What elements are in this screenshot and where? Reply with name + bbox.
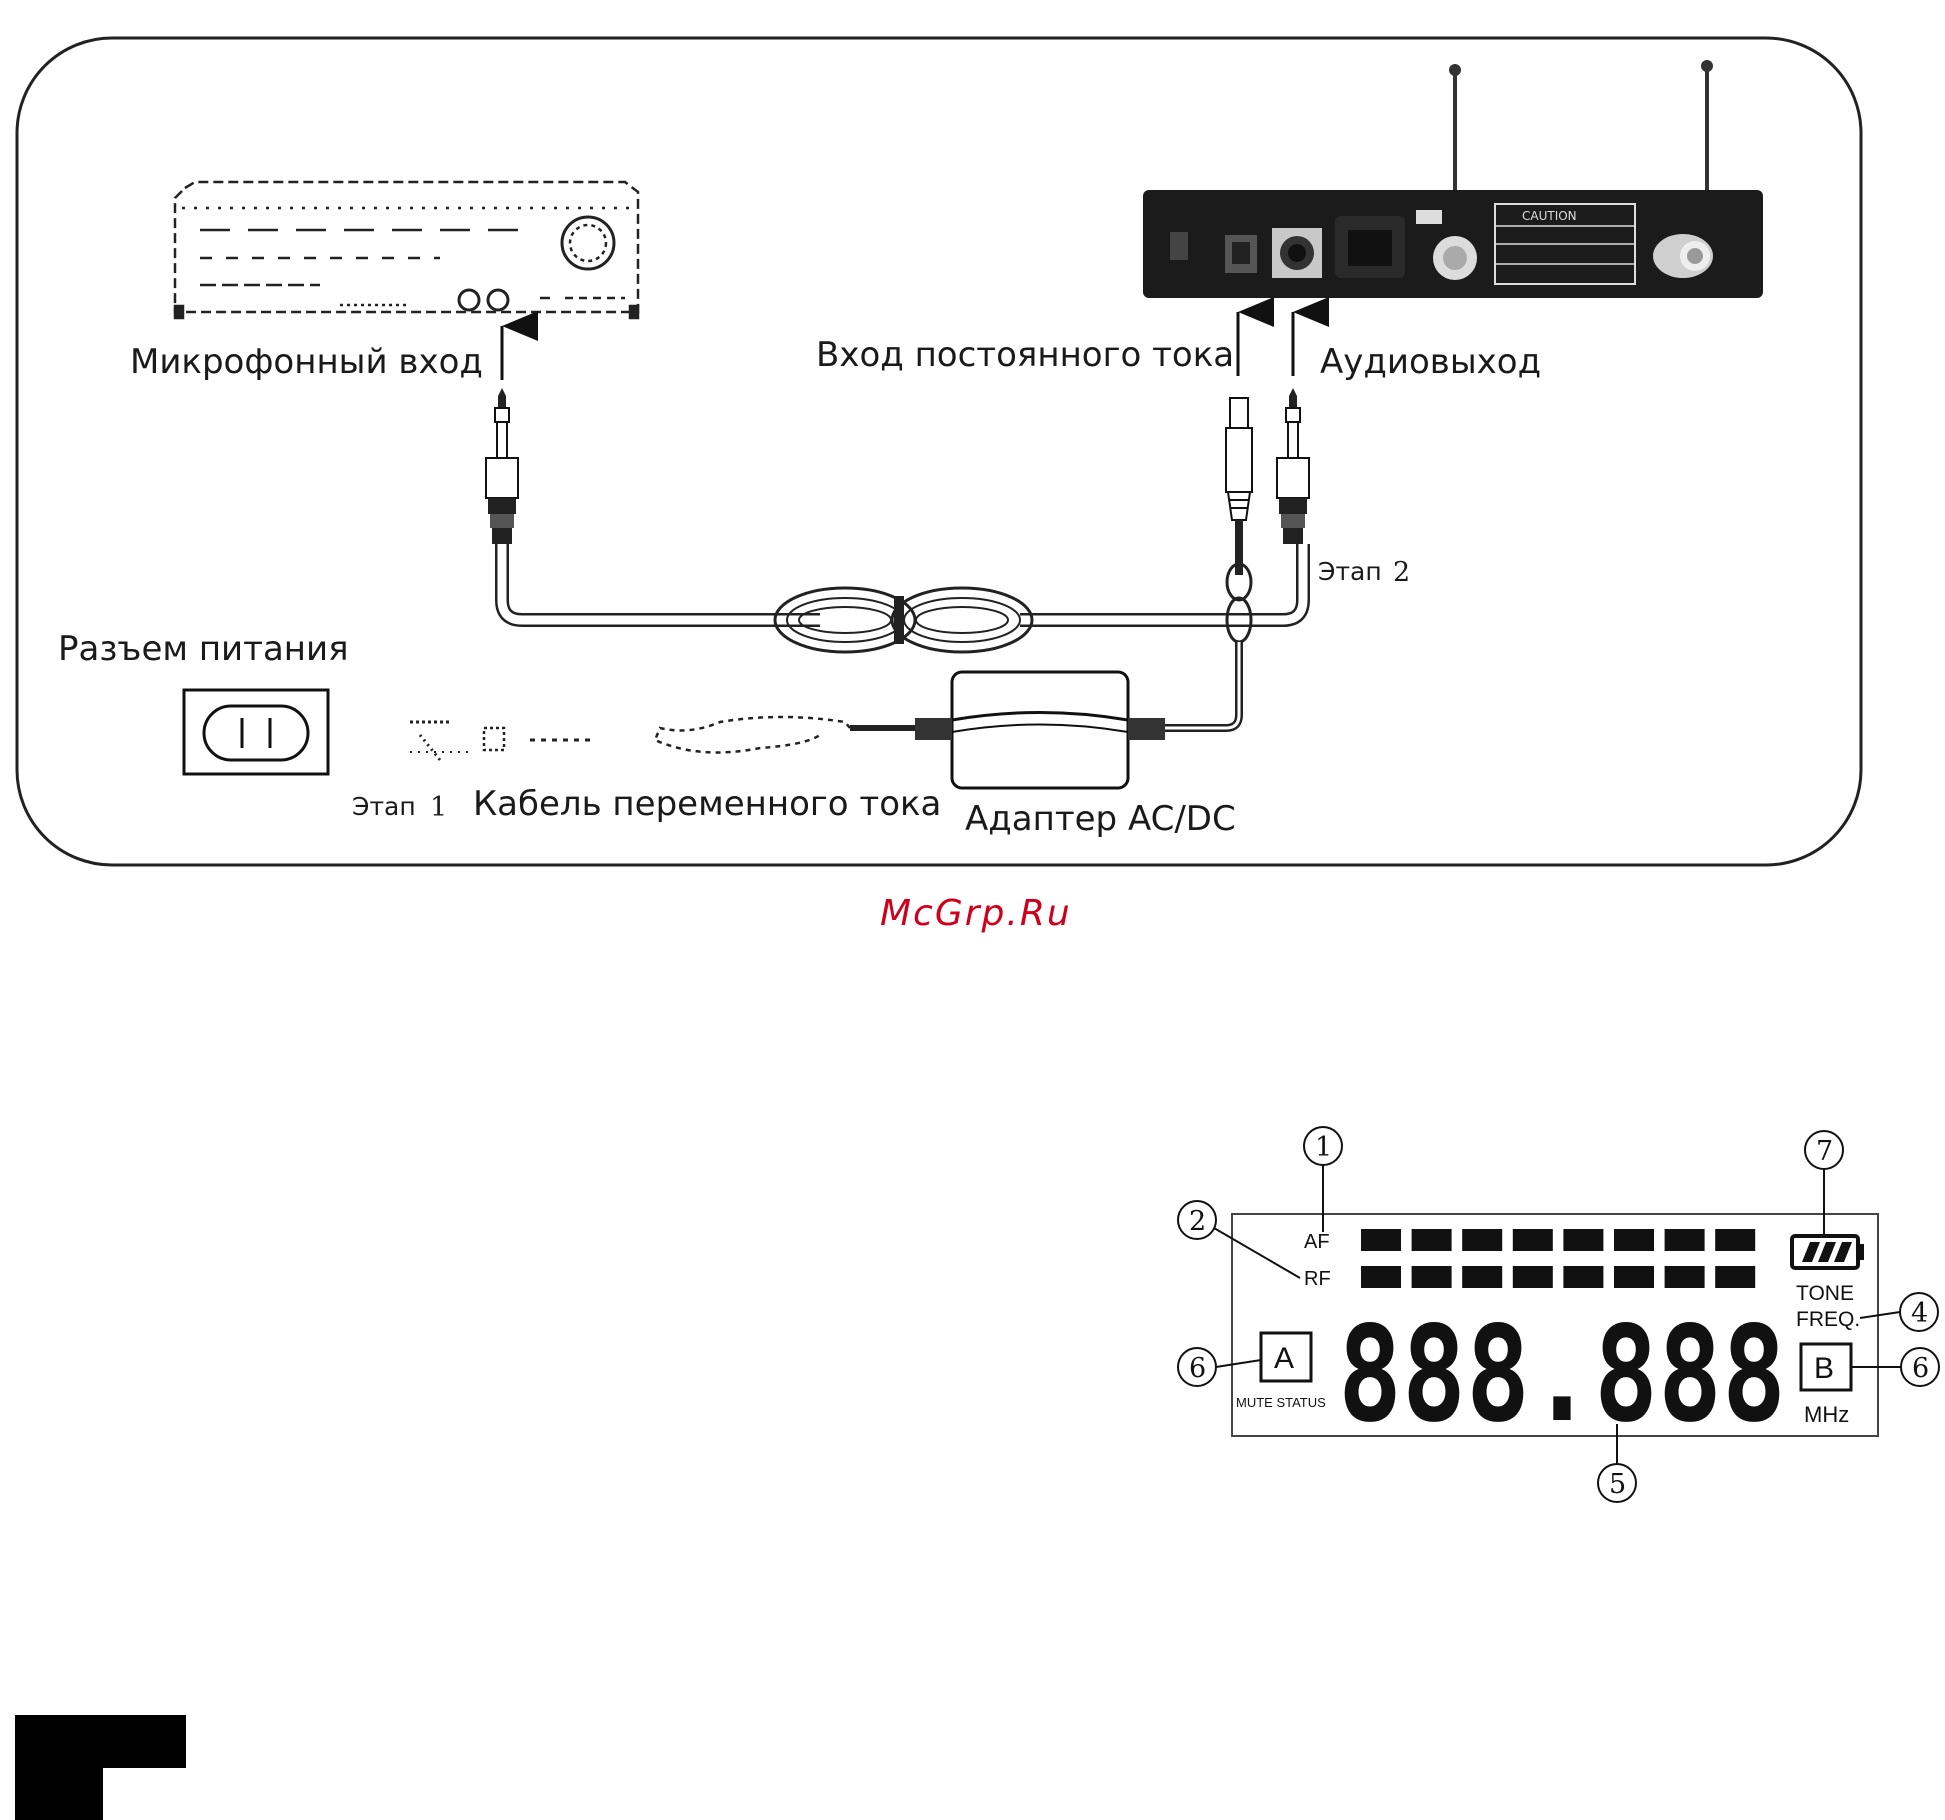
label-step2-number: 2: [1393, 557, 1410, 588]
jack-plug-mic: [486, 388, 518, 544]
af-bar-segment: [1715, 1229, 1755, 1251]
lcd-af-label: AF: [1304, 1231, 1330, 1253]
callout-1: 1: [1315, 1132, 1332, 1163]
af-bar-segment: [1462, 1229, 1502, 1251]
dc-plug: [1226, 398, 1252, 520]
rf-bar-segment: [1462, 1266, 1502, 1288]
callout-6-right: 6: [1912, 1353, 1929, 1384]
battery-icon: [1792, 1236, 1864, 1268]
af-bar-segment: [1412, 1229, 1452, 1251]
label-adapter: Адаптер AC/DC: [965, 799, 1236, 839]
audio-cable: [502, 544, 1303, 652]
page-corner-mark: [15, 1715, 186, 1820]
lcd-rf-label: RF: [1304, 1268, 1331, 1290]
rf-bar-segment: [1412, 1266, 1452, 1288]
ac-cable: [410, 717, 915, 760]
label-step2-word: Этап: [1318, 557, 1382, 586]
mic-jack-2: [488, 290, 508, 310]
rf-bar-segment: [1361, 1266, 1401, 1288]
af-bar-segment: [1513, 1229, 1553, 1251]
af-bar-segment: [1665, 1229, 1705, 1251]
lcd-mute-status: MUTE STATUS: [1236, 1395, 1326, 1410]
label-step1-word: Этап: [352, 792, 416, 821]
label-power-socket: Разъем питания: [58, 629, 349, 669]
label-ac-cable: Кабель переменного тока: [473, 784, 941, 824]
caution-label: CAUTION: [1522, 209, 1577, 223]
af-bar-segment: [1361, 1229, 1401, 1251]
label-step1-number: 1: [430, 792, 447, 823]
rf-bar-segment: [1563, 1266, 1603, 1288]
rf-bar-segment: [1665, 1266, 1705, 1288]
label-mic-input: Микрофонный вход: [130, 342, 483, 382]
lcd-freq-label: FREQ.: [1796, 1308, 1860, 1331]
af-bar-segment: [1563, 1229, 1603, 1251]
jack-plug-audio: [1277, 388, 1309, 544]
power-socket: [184, 690, 328, 774]
label-dc-input: Вход постоянного тока: [816, 335, 1234, 375]
callout-2: 2: [1189, 1206, 1206, 1237]
callout-5: 5: [1609, 1469, 1626, 1500]
lcd-display: AF RF TONE FREQ. A MUTE STATUS 888.888 B…: [1232, 1214, 1878, 1452]
callout-4: 4: [1911, 1298, 1928, 1329]
ac-dc-adapter: [915, 672, 1165, 788]
rf-bar-segment: [1614, 1266, 1654, 1288]
watermark: McGrp.Ru: [880, 893, 1072, 934]
lcd-channel-b: B: [1814, 1352, 1834, 1385]
label-audio-out: Аудиовыход: [1320, 342, 1541, 382]
callout-6-left: 6: [1189, 1353, 1206, 1384]
lcd-tone-label: TONE: [1796, 1282, 1854, 1305]
mic-jack-1: [459, 290, 479, 310]
amplifier-device: [175, 182, 638, 318]
rf-bar-segment: [1715, 1266, 1755, 1288]
rf-bar-segment: [1513, 1266, 1553, 1288]
callout-7: 7: [1816, 1136, 1833, 1167]
af-bar-segment: [1614, 1229, 1654, 1251]
lcd-unit-mhz: MHz: [1804, 1402, 1849, 1427]
lcd-channel-a: A: [1274, 1342, 1294, 1375]
lcd-frequency-readout: 888.888: [1338, 1298, 1786, 1452]
receiver-back-panel: CAUTION: [1143, 60, 1763, 298]
